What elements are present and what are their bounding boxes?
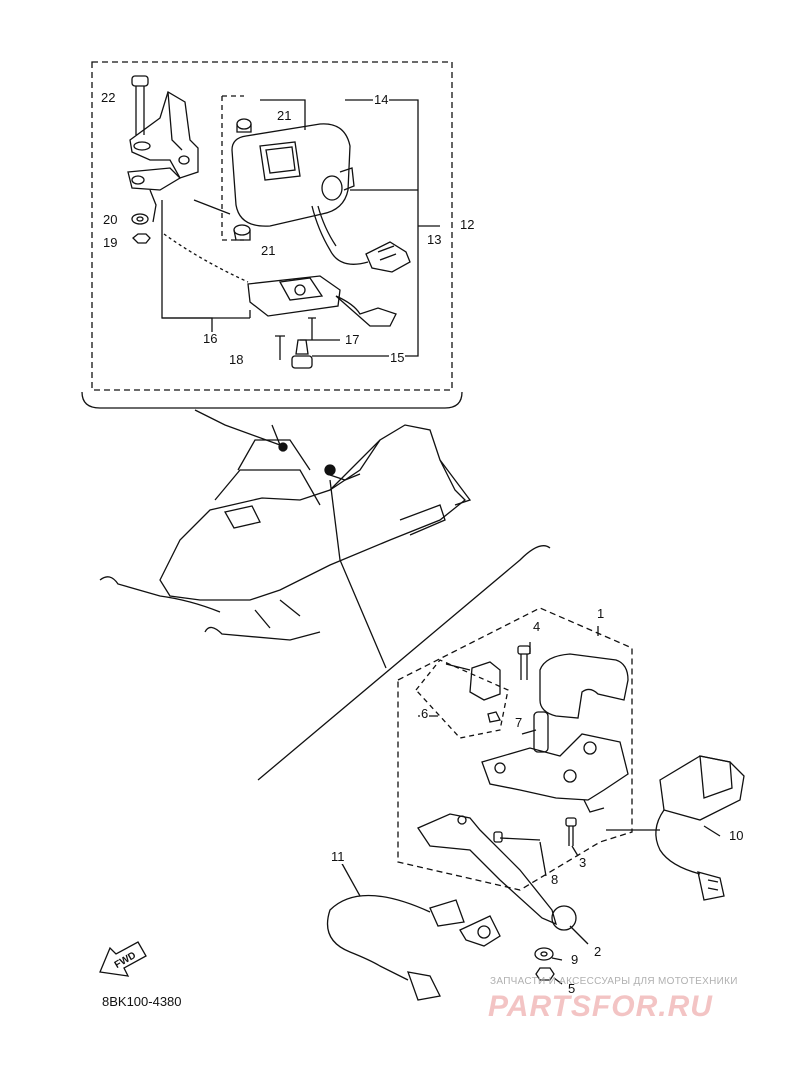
grommet-21-bottom [233,224,251,241]
cable-11 [326,894,501,1001]
callout-10: 10 [728,828,745,843]
bolt-22 [131,75,149,135]
callout-18: 18 [228,352,245,367]
callout-2: 2 [593,944,603,959]
switch-10 [655,755,745,901]
callout-15: 15 [389,350,406,365]
callout-7: 7 [514,715,524,730]
nut-19 [132,233,151,244]
sleeve-7 [533,711,549,753]
watermark-logo: PARTSFOR.RU [488,990,713,1023]
callout-5: 5 [567,981,577,996]
callout-1: 1 [596,606,606,621]
bolt-15 [291,339,313,369]
callout-4: 4 [532,619,542,634]
lever-bracket [481,733,629,813]
callout-19: 19 [102,235,119,250]
callout-8: 8 [550,872,560,887]
callout-9: 9 [570,952,580,967]
callout-6: 6 [420,706,430,721]
screw-3 [565,817,577,846]
callout-12: 12 [459,217,476,232]
callout-17: 17 [344,332,361,347]
snowmobile [99,424,472,641]
bolt-8 [493,831,541,843]
cover-top [539,653,629,719]
callout-22: 22 [100,90,117,105]
washer-20 [131,213,149,225]
callout-21-top: 21 [276,108,293,123]
screw-17 [308,317,316,340]
watermark-text: ЗАПЧАСТИ И АКСЕССУАРЫ ДЛЯ МОТОТЕХНИКИ [490,976,738,987]
callout-16: 16 [202,331,219,346]
switch-housing-14 [231,123,411,273]
lever-2 [417,813,577,931]
callout-11: 11 [330,849,346,864]
upper-assembly-frame [81,61,463,409]
callout-13: 13 [426,232,443,247]
callout-3: 3 [578,855,588,870]
screw-18 [275,335,285,360]
block-6 [445,661,501,723]
nut-5 [535,967,555,981]
washer-9 [534,947,554,961]
bolt-4 [517,645,531,680]
fwd-arrow-icon [99,941,147,977]
callout-20: 20 [102,212,119,227]
switch-base-16 [247,275,397,327]
diagram-code: 8BK100-4380 [102,994,182,1009]
callout-14: 14 [373,92,390,107]
lower-assembly-frame [397,607,633,891]
bracket-assembly [127,91,199,223]
callout-21-bottom: 21 [260,243,277,258]
grommet-21-top [236,118,252,133]
